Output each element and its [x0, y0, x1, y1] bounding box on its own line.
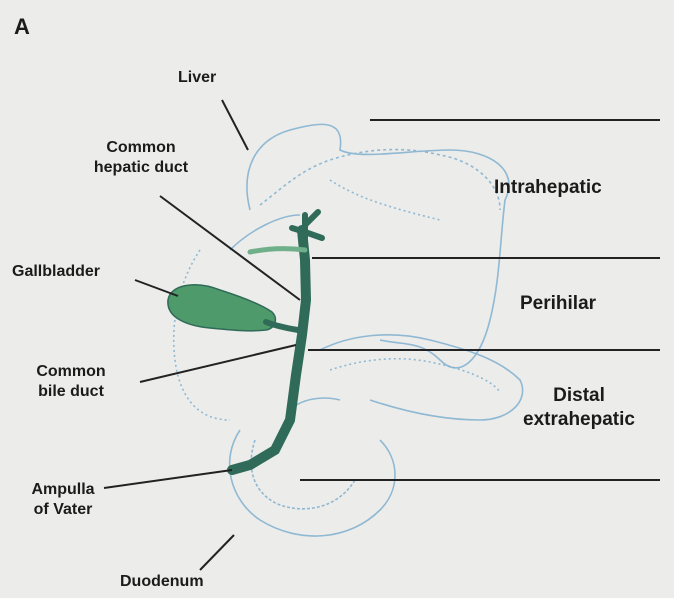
- common-hepatic-duct-line1: Common: [56, 138, 226, 158]
- liver-label: Liver: [178, 68, 216, 88]
- bile-duct-leader: [140, 345, 296, 382]
- common-bile-duct-label: Common bile duct: [16, 362, 126, 402]
- gallbladder-shape: [168, 285, 298, 331]
- ampulla-line2: of Vater: [20, 500, 106, 520]
- bile-duct-tree: [232, 212, 322, 470]
- panel-label: A: [14, 14, 30, 40]
- gallbladder-label: Gallbladder: [12, 262, 100, 282]
- ampulla-leader: [104, 470, 232, 488]
- region-distal-extrahepatic: Distal extrahepatic: [494, 384, 664, 432]
- region-intrahepatic: Intrahepatic: [494, 176, 602, 200]
- gallbladder-leader: [135, 280, 178, 296]
- common-hepatic-duct-label: Common hepatic duct: [56, 138, 226, 178]
- ampulla-label: Ampulla of Vater: [20, 480, 106, 520]
- common-bile-duct-line1: Common: [16, 362, 126, 382]
- duodenum-leader: [200, 535, 234, 570]
- region-perihilar: Perihilar: [520, 292, 596, 316]
- ampulla-line1: Ampulla: [20, 480, 106, 500]
- duodenum-outline: [230, 335, 523, 536]
- region-distal-line1: Distal: [494, 384, 664, 408]
- region-distal-line2: extrahepatic: [494, 408, 664, 432]
- common-bile-duct-line2: bile duct: [16, 382, 126, 402]
- duodenum-label: Duodenum: [120, 572, 204, 592]
- common-hepatic-duct-line2: hepatic duct: [56, 158, 226, 178]
